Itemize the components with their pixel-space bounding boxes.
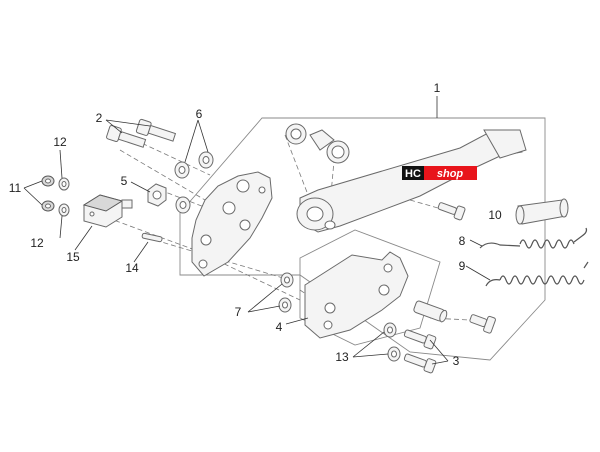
logo-word: shop — [437, 168, 464, 180]
mount-bracket — [191, 171, 273, 277]
callout-9: 9 — [459, 259, 466, 273]
callout-8: 8 — [459, 234, 466, 248]
callout-13: 13 — [335, 350, 349, 364]
callout-labels: 1 2 6 5 12 11 12 15 14 10 8 9 7 4 13 3 — [9, 81, 502, 368]
callout-1: 1 — [434, 81, 441, 95]
side-stand-part-1 — [296, 129, 527, 233]
bushing-parts — [285, 123, 350, 164]
sensor-part-15 — [82, 194, 133, 228]
assembly-frame — [179, 117, 546, 361]
spacer-part-5 — [147, 183, 167, 207]
plate-frame — [299, 229, 441, 346]
callout-6: 6 — [196, 107, 203, 121]
washer-part-13 — [383, 322, 401, 362]
leader-lines — [23, 96, 491, 365]
washer-part-12 — [58, 177, 70, 217]
spring-part-8 — [479, 227, 588, 249]
callout-7: 7 — [235, 305, 242, 319]
bolt-part-2 — [106, 118, 177, 148]
callout-3: 3 — [453, 354, 460, 368]
callout-15: 15 — [66, 250, 80, 264]
pin-part-14 — [141, 232, 163, 243]
callout-12-bottom: 12 — [30, 236, 44, 250]
callout-12-top: 12 — [53, 135, 67, 149]
callout-11: 11 — [9, 181, 22, 195]
callout-5: 5 — [121, 174, 128, 188]
cover-part-10 — [515, 198, 569, 225]
washer-part-7 — [278, 272, 294, 313]
logo-prefix: HC — [405, 168, 421, 180]
plate-part-4 — [304, 251, 409, 339]
callout-10: 10 — [488, 208, 502, 222]
nut-part-11 — [41, 175, 55, 212]
bolt-part-3 — [403, 329, 437, 374]
stand-bolt — [437, 202, 466, 221]
callout-14: 14 — [125, 261, 139, 275]
logo-prefix-bg — [402, 166, 424, 180]
callout-4: 4 — [276, 320, 283, 334]
logo-word-bg — [424, 166, 477, 180]
pivot-pin — [413, 300, 496, 334]
spring-part-9 — [485, 261, 589, 287]
hcshop-logo: HC shop — [402, 166, 477, 180]
washer-part-6 — [174, 151, 214, 214]
callout-2: 2 — [96, 111, 103, 125]
